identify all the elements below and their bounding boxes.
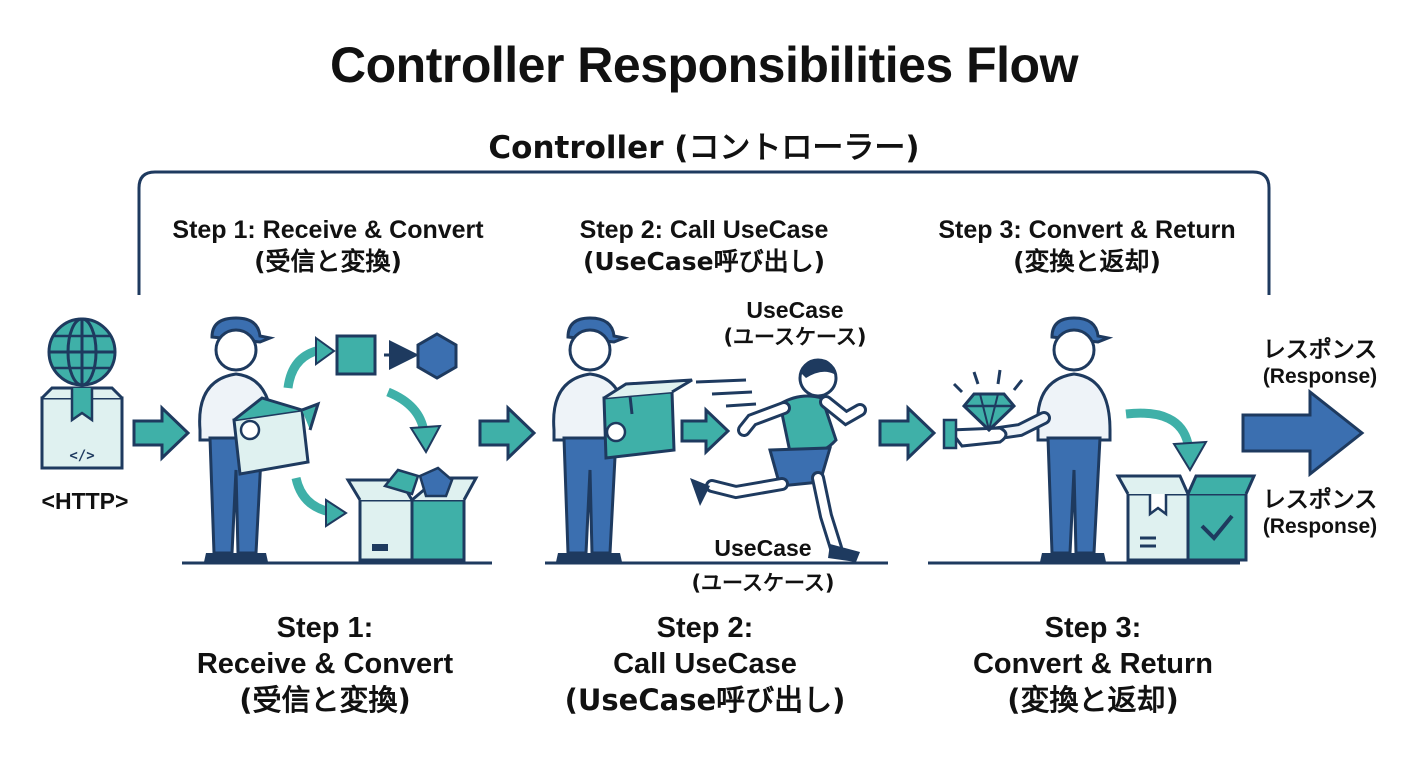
curve-arrow-1b: [386, 387, 429, 433]
giving-hand-icon: [942, 418, 1008, 450]
step-2-bottom-title: Call UseCase: [613, 648, 797, 680]
step-3-bottom-label: Step 3: Convert & Return (変換と返却): [918, 610, 1268, 718]
step-2-top-title: Step 2: Call UseCase: [579, 216, 829, 244]
step-1-top-title: Step 1: Receive & Convert: [172, 216, 484, 244]
curve-arrow-3: [1125, 408, 1193, 446]
step-3-top-subtitle: (変換と返却): [1013, 247, 1161, 276]
step-1-bottom-subtitle: (受信と変換): [239, 683, 411, 717]
step-3-bottom-number: Step 3:: [1044, 612, 1142, 644]
diagram-title: Controller Responsibilities Flow: [330, 37, 1078, 93]
worker-2: [552, 316, 630, 562]
http-label: <HTTP>: [41, 488, 129, 514]
flow-arrow-4: [878, 404, 937, 462]
usecase-bottom-subtitle: (ユースケース): [691, 571, 835, 595]
step-3-top-label: Step 3: Convert & Return (変換と返却): [900, 214, 1274, 278]
hexagon-shape-icon: [416, 332, 458, 380]
usecase-top-subtitle: (ユースケース): [723, 325, 867, 349]
step-1-top-subtitle: (受信と変換): [254, 247, 402, 276]
step-1-bottom-number: Step 1:: [276, 612, 374, 644]
checked-box-icon: [1115, 474, 1257, 562]
step-1-top-label: Step 1: Receive & Convert (受信と変換): [136, 214, 520, 278]
response-top-jp: レスポンス: [1262, 337, 1378, 363]
step-1-bottom-title: Receive & Convert: [196, 648, 454, 680]
usecase-runner: [690, 358, 867, 562]
step-2-top-label: Step 2: Call UseCase (UseCase呼び出し): [520, 214, 888, 278]
filled-box-icon: [345, 466, 479, 562]
response-bottom-jp: レスポンス: [1262, 487, 1378, 513]
controller-bracket: [137, 170, 1271, 295]
usecase-top-label: UseCase (ユースケース): [700, 296, 890, 350]
open-box-1: [232, 396, 321, 476]
square-shape-icon: [335, 334, 377, 376]
controller-label: Controller (コントローラー): [488, 130, 920, 166]
response-arrow: [1241, 388, 1365, 478]
http-package-icon: </>: [40, 386, 124, 470]
step-3-top-title: Step 3: Convert & Return: [938, 216, 1236, 244]
sparkle-lines-icon: [952, 369, 1024, 394]
package-box-2: [602, 378, 693, 460]
step-3-bottom-subtitle: (変換と返却): [1007, 683, 1179, 717]
usecase-top-name: UseCase: [746, 297, 844, 323]
response-bottom-en: (Response): [1262, 515, 1378, 538]
flow-arrow-3: [680, 406, 731, 456]
step-2-top-subtitle: (UseCase呼び出し): [582, 247, 826, 276]
response-top-en: (Response): [1262, 365, 1378, 388]
flow-arrow-1: [132, 404, 191, 462]
response-top-label: レスポンス (Response): [1236, 336, 1404, 390]
step-2-bottom-subtitle: (UseCase呼び出し): [564, 683, 846, 717]
globe-icon: [47, 317, 117, 387]
curve-arrow-1c: [291, 476, 332, 517]
worker-3: [985, 316, 1114, 562]
step-2-bottom-number: Step 2:: [656, 612, 754, 644]
step-2-bottom-label: Step 2: Call UseCase (UseCase呼び出し): [530, 610, 880, 718]
svg-text:</>: </>: [69, 448, 94, 464]
step-1-bottom-label: Step 1: Receive & Convert (受信と変換): [150, 610, 500, 718]
step-3-bottom-title: Convert & Return: [972, 648, 1214, 680]
diamond-icon: [961, 392, 1017, 433]
speed-lines-icon: [695, 378, 757, 408]
flow-arrow-2: [478, 404, 537, 462]
usecase-bottom-name: UseCase: [714, 535, 812, 561]
usecase-bottom-label: UseCase (ユースケース): [668, 534, 858, 596]
response-bottom-label: レスポンス (Response): [1236, 486, 1404, 540]
